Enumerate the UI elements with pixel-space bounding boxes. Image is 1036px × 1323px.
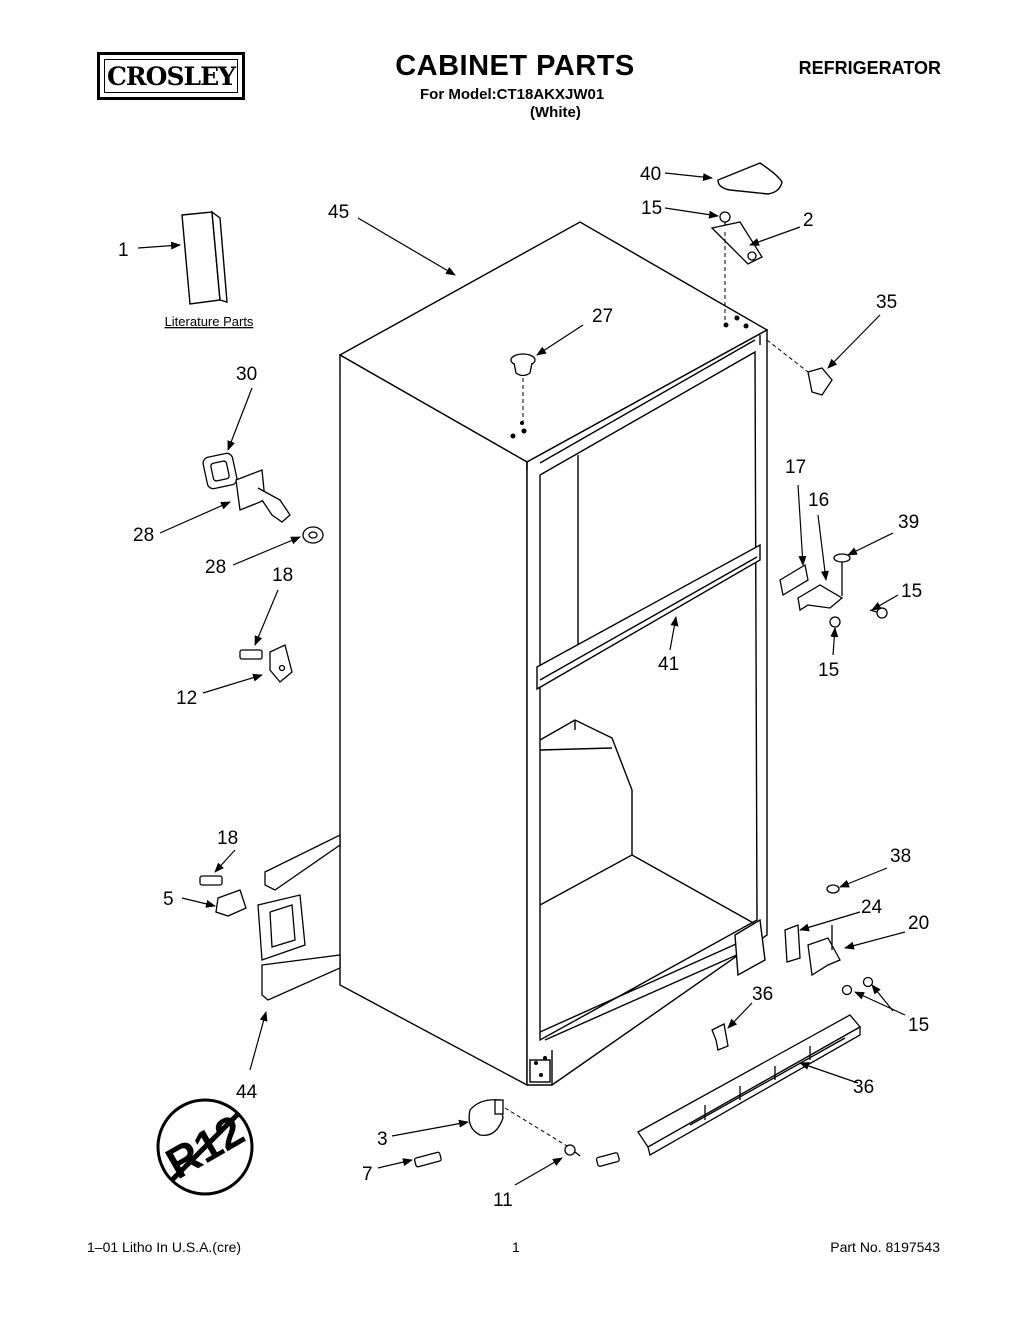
cabinet-plug-icon <box>510 353 536 377</box>
appliance-category: REFRIGERATOR <box>798 58 941 78</box>
callout-24: 28 <box>133 525 154 546</box>
callout-35: 35 <box>876 292 897 313</box>
callout-23: 24 <box>861 897 883 918</box>
door-closer-icon <box>239 644 293 683</box>
brand-logo: CROSLEY <box>97 52 245 100</box>
callout-39: 39 <box>898 512 919 533</box>
callout-27: 27 <box>592 306 613 327</box>
callout-labels: 1 45 40 15 2 27 35 30 28 28 18 12 17 16 … <box>118 164 929 1211</box>
callout-36: 36 <box>853 1077 874 1098</box>
callout-7: 7 <box>362 1164 373 1185</box>
callout-44: 44 <box>236 1082 258 1103</box>
callout-20: 20 <box>908 913 929 934</box>
footer-page-number: 1 <box>512 1239 520 1255</box>
footer-litho: 1–01 Litho In U.S.A.(cre) <box>87 1239 242 1255</box>
callout-16: 16 <box>808 490 829 511</box>
handle-bracket-icon <box>199 833 341 1001</box>
callout-11: 11 <box>493 1190 513 1211</box>
callout-12: 12 <box>176 688 197 709</box>
toe-grille-icon <box>637 1014 861 1156</box>
center-hinge-icon <box>779 553 888 628</box>
callout-leaders <box>137 172 906 1186</box>
callout-15c: 15 <box>818 660 839 681</box>
top-mount-holes <box>510 315 749 1077</box>
no-r12-badge: R12 <box>156 1098 254 1196</box>
callout-45: 45 <box>328 202 349 223</box>
footer-part-number: Part No. 8197543 <box>830 1239 940 1255</box>
hinge-cap-icon <box>717 162 783 195</box>
bottom-hinge-icon <box>784 884 874 996</box>
brand-name: CROSLEY <box>104 59 238 93</box>
callout-37: 36 <box>752 984 773 1005</box>
page-title: CABINET PARTS <box>395 50 635 82</box>
model-color: (White) <box>530 104 581 121</box>
callout-15d: 15 <box>908 1015 929 1036</box>
callout-18a: 18 <box>272 565 293 586</box>
top-hinge-icon <box>710 211 763 265</box>
callout-1: 1 <box>118 240 129 261</box>
callout-40: 40 <box>640 164 661 185</box>
door-stop-assembly-icon <box>202 452 324 544</box>
callout-5: 5 <box>163 889 174 910</box>
trim-clip-icon <box>807 367 833 396</box>
literature-parts-label: Literature Parts <box>165 314 254 329</box>
callout-18b: 18 <box>217 828 238 849</box>
callout-15a: 15 <box>641 198 662 219</box>
grille-clip-icon <box>711 1023 729 1051</box>
callout-17: 17 <box>785 457 806 478</box>
callout-3: 3 <box>377 1129 388 1150</box>
leveling-parts-icon <box>413 1099 620 1168</box>
callout-28: 28 <box>205 557 226 578</box>
model-number: For Model:CT18AKXJW01 <box>420 86 605 103</box>
callout-30: 30 <box>236 364 257 385</box>
callout-2: 2 <box>803 210 814 231</box>
callout-38: 38 <box>890 846 911 867</box>
callout-15b: 15 <box>901 581 922 602</box>
callout-41: 41 <box>658 654 679 675</box>
literature-parts-icon <box>181 210 228 305</box>
cabinet-shell <box>338 221 769 1087</box>
